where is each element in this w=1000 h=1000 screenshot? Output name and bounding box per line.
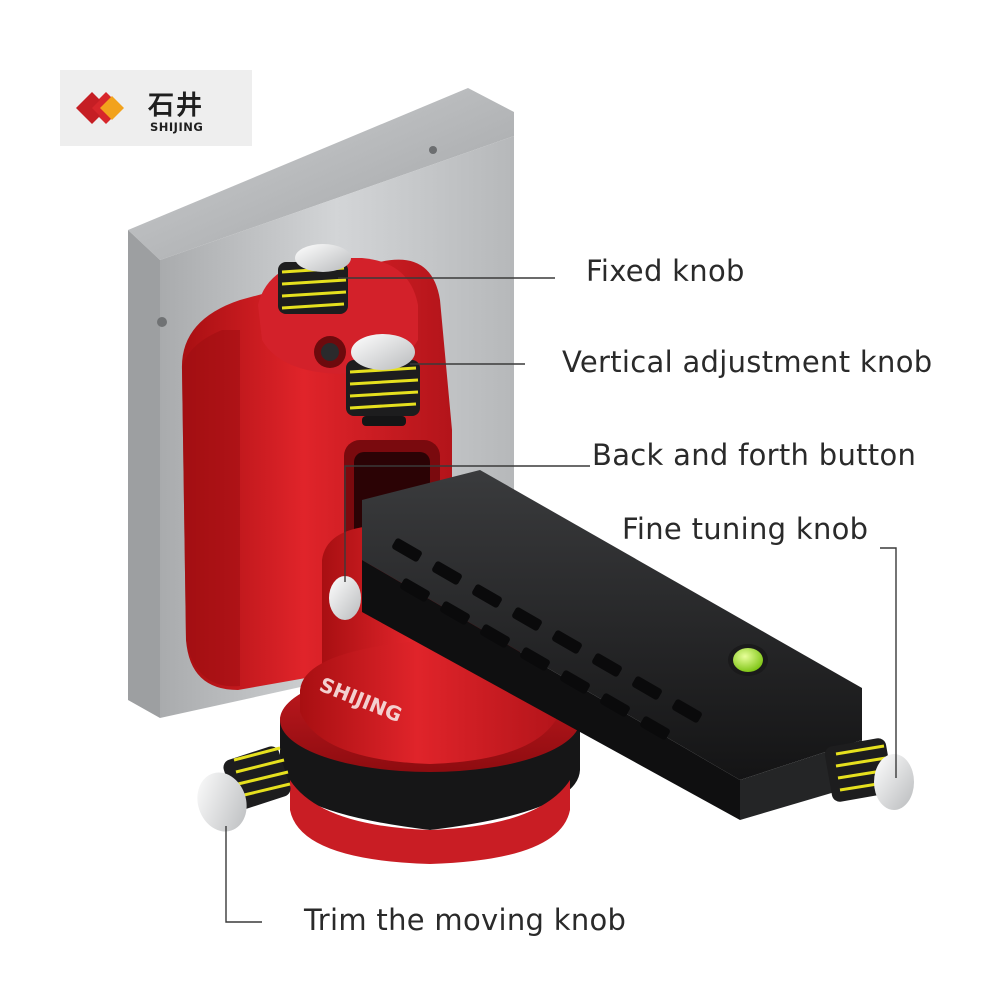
callout-vertical-adjustment-knob: Vertical adjustment knob: [562, 345, 933, 379]
brand-name-en: SHIJING: [150, 120, 204, 134]
callout-leader-lines: [225, 277, 897, 923]
logo-mark-icon: [76, 92, 124, 124]
fixed-knob: [278, 244, 351, 314]
trim-knob: [197, 746, 291, 832]
fine-tuning-knob: [824, 738, 914, 810]
callout-back-and-forth-button: Back and forth button: [592, 438, 917, 472]
callout-fixed-knob: Fixed knob: [586, 254, 745, 288]
callout-fine-tuning-knob: Fine tuning knob: [622, 512, 869, 546]
vertical-adjustment-knob: [346, 334, 420, 426]
bubble-level-icon: [733, 648, 763, 672]
callout-trim-knob: Trim the moving knob: [304, 903, 627, 937]
brand-name-cn: 石井: [148, 91, 205, 121]
